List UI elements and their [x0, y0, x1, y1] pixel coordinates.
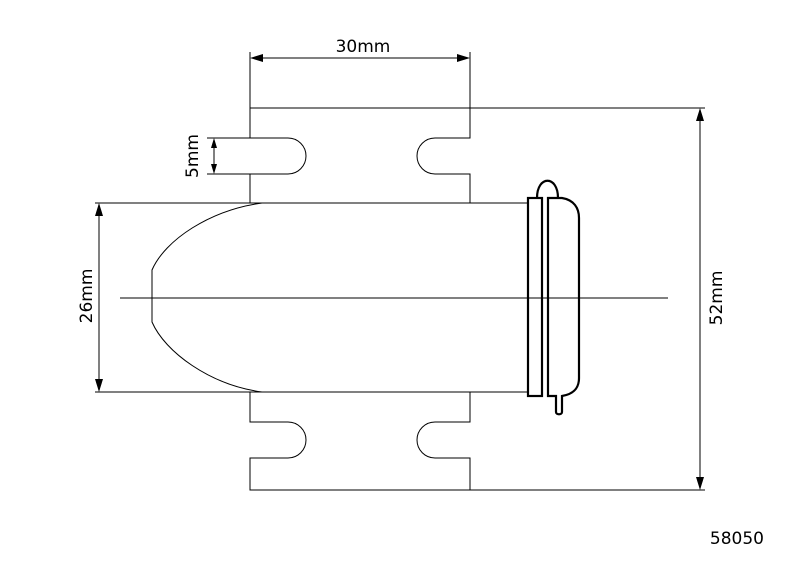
- diameter-dimension-label: 26mm: [77, 269, 97, 324]
- slot-dimension-label: 5mm: [183, 134, 203, 178]
- plug-flange: [526, 196, 544, 398]
- width-dimension-label: 30mm: [336, 37, 391, 57]
- width-dimension: 30mm: [249, 37, 471, 108]
- plug-cap-tab: [535, 179, 560, 199]
- height-dimension: 52mm: [470, 107, 727, 491]
- product-code: 58050: [710, 529, 764, 549]
- diameter-dimension: 26mm: [77, 202, 262, 393]
- mounting-plate-outline: [249, 107, 471, 491]
- slot-dimension: 5mm: [183, 134, 250, 178]
- plug-body-outline: [151, 202, 528, 393]
- height-dimension-label: 52mm: [707, 271, 727, 326]
- plug-cap: [546, 196, 581, 416]
